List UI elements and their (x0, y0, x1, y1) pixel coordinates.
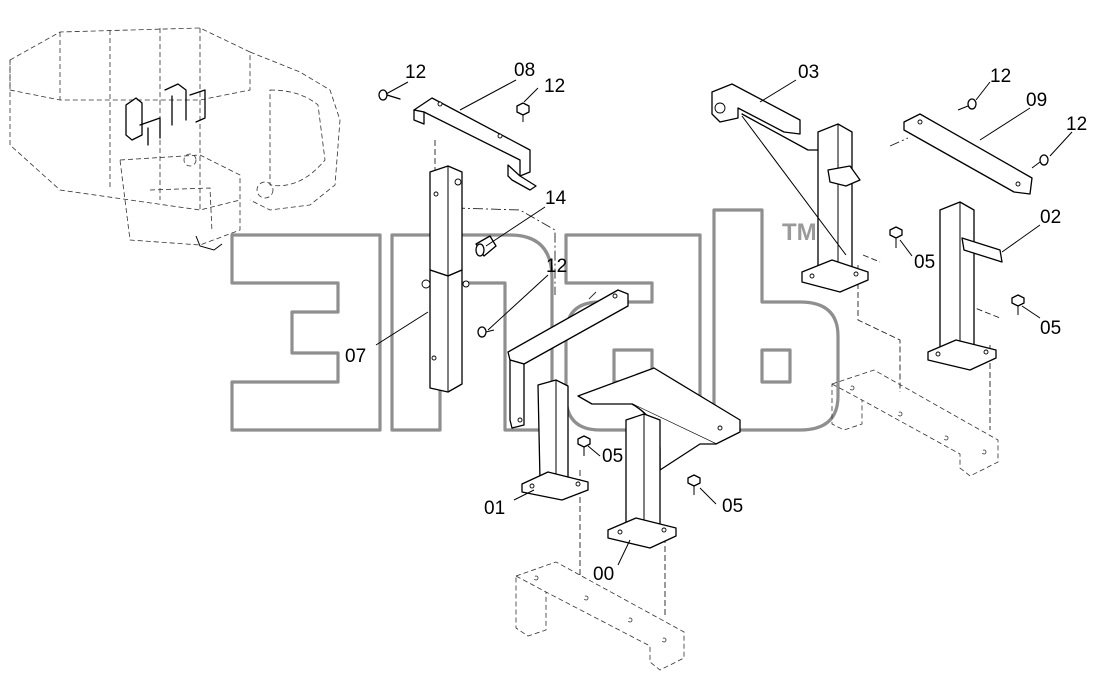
callout-12: 12 (544, 76, 565, 97)
part-01-stand (507, 289, 629, 501)
bolt-12-right-top (957, 98, 977, 111)
callout-09: 09 (1026, 90, 1047, 111)
callout-07: 07 (345, 346, 366, 367)
callout-05: 05 (1040, 318, 1061, 339)
callout-08: 08 (514, 60, 535, 81)
bolt-12-left (378, 89, 401, 101)
bolt-12-middle (477, 326, 495, 338)
part-09-bracket (903, 113, 1033, 195)
part-03-leader (741, 115, 847, 256)
callout-12: 12 (1066, 114, 1087, 135)
part-00-stand (577, 367, 741, 549)
callout-01: 01 (484, 498, 505, 519)
leader-lines (375, 79, 1073, 566)
part-07-post (421, 165, 470, 393)
callout-labels: 12 08 12 14 12 07 05 01 05 00 03 12 09 1… (345, 60, 1087, 585)
callout-05: 05 (722, 496, 743, 517)
washer-05-b (687, 474, 701, 495)
washer-05-a (577, 435, 591, 456)
callout-00: 00 (593, 564, 614, 585)
callout-12: 12 (990, 66, 1011, 87)
nut-12-top (516, 102, 530, 122)
callout-05: 05 (602, 446, 623, 467)
callout-03: 03 (798, 62, 819, 83)
machine-overview (9, 27, 341, 251)
callout-12: 12 (546, 256, 567, 277)
washer-05-c (889, 226, 903, 248)
frame-bottom-left (515, 561, 685, 671)
part-02-stand (927, 201, 1003, 371)
washer-05-d (1011, 294, 1025, 315)
trademark-mark: TM (782, 219, 817, 246)
frame-bottom-right (831, 369, 999, 477)
callout-05: 05 (914, 252, 935, 273)
callout-02: 02 (1040, 207, 1061, 228)
callout-14: 14 (545, 188, 567, 209)
bolt-12-right-mid (1031, 154, 1049, 169)
watermark-logo: TM (230, 208, 840, 432)
part-08-bracket (413, 97, 537, 191)
part-03-bracket (711, 83, 869, 293)
callout-12: 12 (405, 62, 426, 83)
